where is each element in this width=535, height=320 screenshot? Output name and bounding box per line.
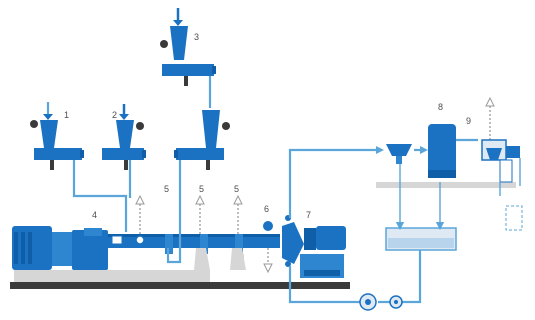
label-side-feeder-3: 3 xyxy=(194,32,199,42)
feeder-1 xyxy=(30,102,84,170)
barrel-support-1 xyxy=(194,248,210,270)
feeder-side-main xyxy=(174,76,230,170)
feeder-2 xyxy=(102,104,146,170)
label-unit-9: 9 xyxy=(466,116,471,126)
barrel-support-3 xyxy=(232,254,244,270)
label-extruder-4: 4 xyxy=(92,210,97,220)
label-unit-8: 8 xyxy=(438,102,443,112)
label-vent-5c: 5 xyxy=(234,184,239,194)
label-vent-5a: 5 xyxy=(164,184,169,194)
pipe-to-separator xyxy=(288,148,380,218)
melt-pump-7 xyxy=(282,215,346,278)
dryer-8 xyxy=(428,124,456,178)
right-shelf xyxy=(376,182,516,188)
feed-pipe-1 xyxy=(72,160,128,232)
pipe-return xyxy=(288,266,360,304)
label-vent-5b: 5 xyxy=(199,184,204,194)
side-feeder-3 xyxy=(160,8,216,86)
pipe-from-tank xyxy=(378,250,422,304)
label-feeder-2: 2 xyxy=(112,110,117,120)
water-pump xyxy=(359,293,377,311)
label-feeder-1: 1 xyxy=(64,110,69,120)
label-valve-6: 6 xyxy=(264,204,269,214)
heat-exchanger xyxy=(389,295,403,309)
extruder-motor xyxy=(12,226,108,270)
separator xyxy=(386,144,428,164)
base-rail xyxy=(10,282,350,289)
water-tank xyxy=(385,227,457,251)
floor-platform xyxy=(14,270,210,282)
valve-6 xyxy=(263,221,273,274)
unit-9 xyxy=(456,96,523,231)
label-pump-7: 7 xyxy=(306,210,311,220)
vent-arrows xyxy=(135,194,243,234)
extruder-barrel xyxy=(108,234,280,254)
feed-pipe-side xyxy=(166,160,182,264)
